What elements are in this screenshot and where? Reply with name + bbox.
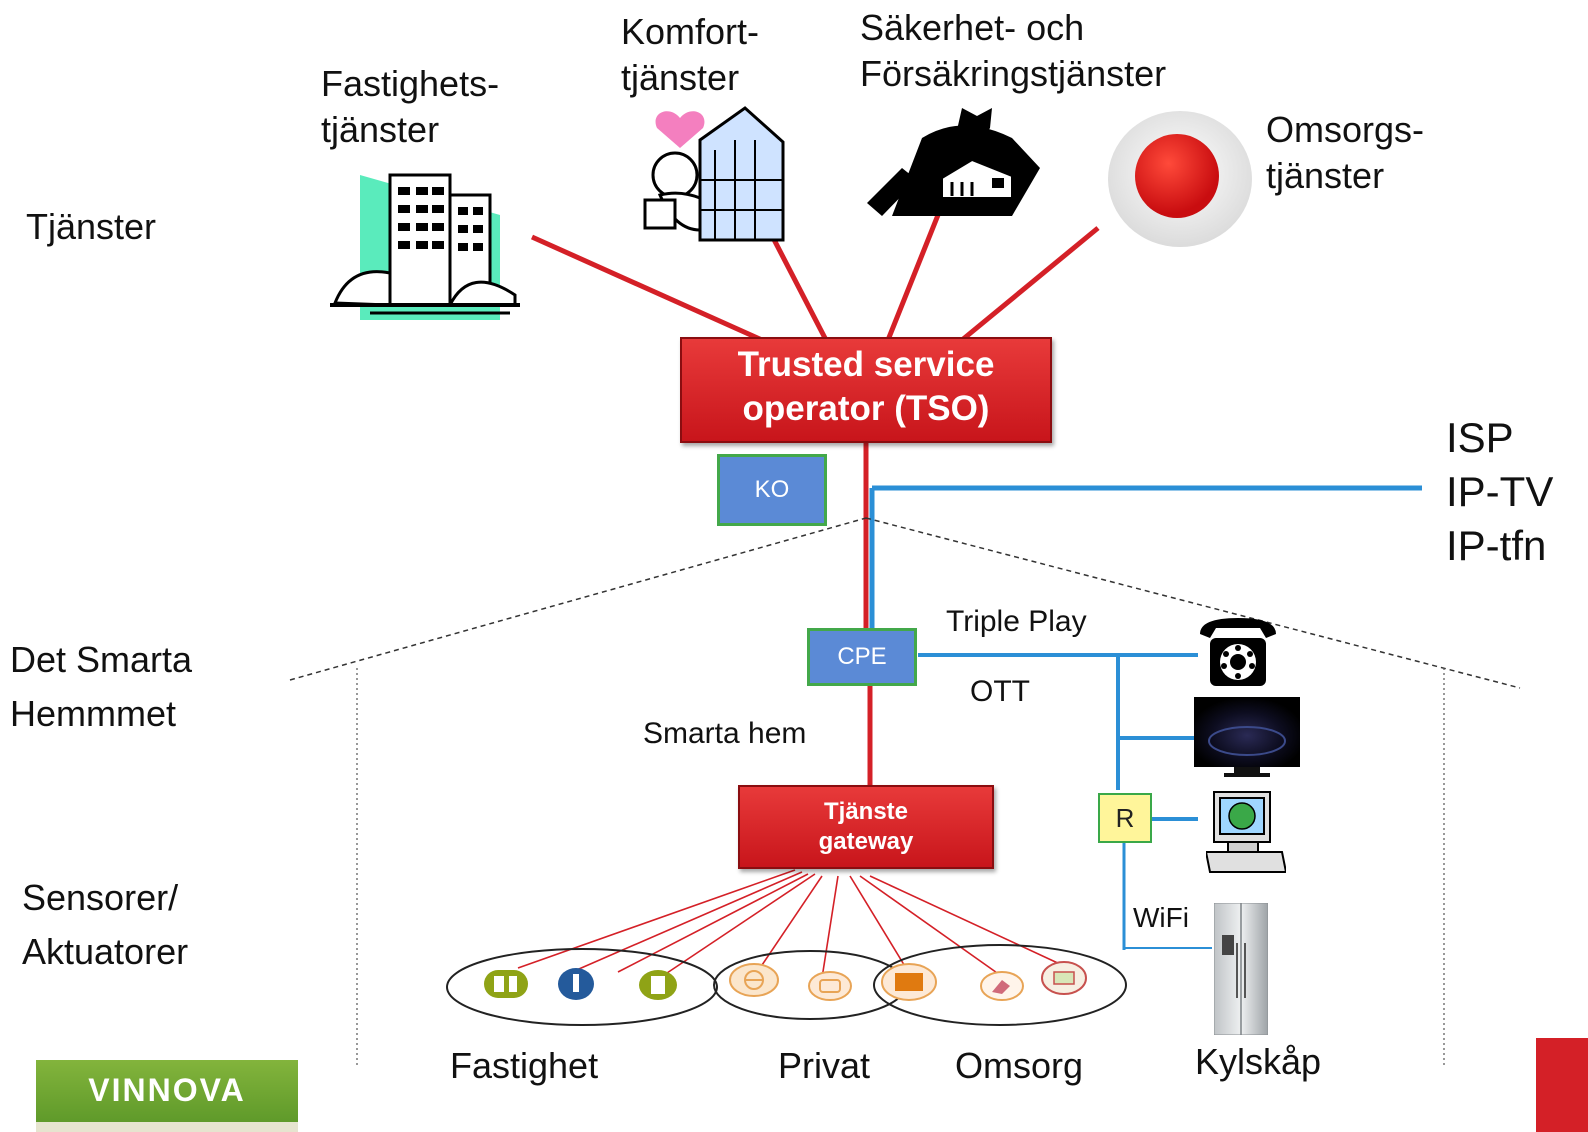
side-label-sensors-2: Aktuatorer	[22, 931, 189, 972]
iptv-label: IP-TV	[1446, 468, 1554, 515]
sensor-temperature-icon	[558, 968, 594, 1000]
service-label-omsorg-1: Omsorgs-	[1266, 109, 1425, 150]
roof-right	[865, 517, 1521, 689]
sensor-phone-icon	[808, 971, 852, 1001]
computer-icon	[1206, 791, 1286, 873]
sensor-hand-icon	[980, 971, 1024, 1001]
alarm-button-icon	[1108, 111, 1252, 247]
link-omsorg	[960, 226, 1100, 342]
roof-left	[289, 517, 867, 681]
group-label-fastighet: Fastighet	[450, 1045, 599, 1086]
ko-box: KO	[717, 454, 827, 526]
link-komfort	[765, 226, 829, 342]
link-sakerhet	[885, 204, 945, 341]
smarta-hem-label: Smarta hem	[643, 717, 807, 750]
service-label-omsorg-2: tjänster	[1266, 155, 1385, 196]
telephone-icon	[1200, 618, 1276, 686]
gateway-box: Tjänste gateway	[738, 785, 994, 869]
isp-label: ISP	[1446, 414, 1514, 461]
television-icon	[1194, 697, 1300, 777]
tso-line-1: Trusted service	[737, 345, 995, 384]
group-label-kylskap: Kylskåp	[1195, 1041, 1322, 1082]
tso-line-2: operator (TSO)	[742, 389, 990, 428]
ott-label: OTT	[970, 675, 1030, 708]
service-label-komfort-1: Komfort-	[621, 11, 760, 52]
side-label-home-2: Hemmmet	[10, 693, 177, 734]
sensor-globe-icon	[729, 963, 779, 997]
group-label-omsorg: Omsorg	[955, 1045, 1084, 1086]
router-box: R	[1098, 793, 1152, 843]
service-label-sakerhet-2: Försäkringstjänster	[860, 53, 1167, 94]
sensor-tv-icon	[881, 963, 937, 1001]
wifi-label: WiFi	[1133, 902, 1189, 933]
cpe-box: CPE	[807, 628, 917, 686]
ellipse-omsorg	[873, 944, 1127, 1026]
vinnova-logo-text: VINNOVA	[88, 1072, 246, 1108]
service-label-sakerhet-1: Säkerhet- och	[860, 7, 1085, 48]
triple-play-label: Triple Play	[946, 605, 1087, 638]
sensor-door-icon	[484, 970, 528, 998]
fridge-icon	[1214, 903, 1268, 1035]
handyman-icon	[643, 106, 785, 242]
side-label-home-1: Det Smarta	[10, 639, 193, 680]
gateway-fanout	[517, 869, 1063, 979]
sensor-window-icon	[639, 970, 677, 1000]
sensor-medicine-icon	[1041, 961, 1087, 995]
service-label-fastighet-1: Fastighets-	[321, 63, 500, 104]
gateway-line-1: Tjänste	[823, 798, 909, 825]
side-label-tjanster: Tjänster	[26, 206, 157, 247]
corner-accent	[1536, 1038, 1588, 1132]
side-label-sensors-1: Sensorer/	[22, 877, 179, 918]
link-fastighet	[530, 234, 764, 343]
gateway-line-2: gateway	[818, 828, 914, 855]
vinnova-logo: VINNOVA	[36, 1060, 298, 1132]
service-label-fastighet-2: tjänster	[321, 109, 440, 150]
iptfn-label: IP-tfn	[1446, 522, 1547, 569]
insurance-icon	[867, 108, 1040, 216]
service-label-komfort-2: tjänster	[621, 57, 740, 98]
tso-box: Trusted service operator (TSO)	[680, 337, 1052, 443]
group-label-privat: Privat	[778, 1045, 871, 1086]
ellipse-fastighet	[446, 948, 718, 1026]
building-icon	[330, 173, 520, 320]
